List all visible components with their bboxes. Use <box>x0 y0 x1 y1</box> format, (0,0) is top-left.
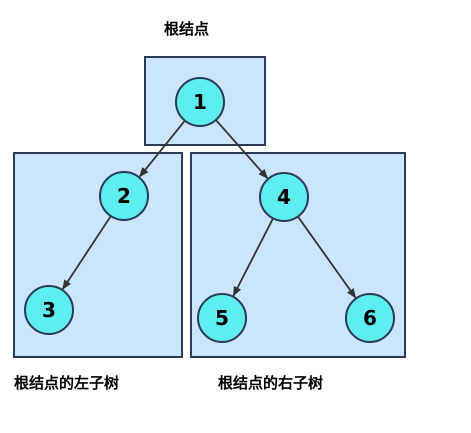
node-circle <box>259 172 309 222</box>
left-subtree-label: 根结点的左子树 <box>14 374 120 392</box>
tree-node-2: 2 <box>99 171 149 221</box>
tree-node-3: 3 <box>24 285 74 335</box>
tree-node-6: 6 <box>345 293 395 343</box>
node-circle <box>345 293 395 343</box>
node-label: 4 <box>277 185 291 209</box>
tree-node-1: 1 <box>175 77 225 127</box>
tree-node-4: 4 <box>259 172 309 222</box>
node-label: 6 <box>363 306 377 330</box>
edge-1-4 <box>213 117 269 180</box>
root-label: 根结点 <box>164 20 210 38</box>
tree-node-5: 5 <box>197 293 247 343</box>
node-circle <box>175 77 225 127</box>
node-label: 5 <box>215 306 229 330</box>
node-label: 3 <box>42 298 56 322</box>
node-label: 1 <box>193 90 207 114</box>
edge-1-2 <box>139 118 187 178</box>
edge-4-6 <box>296 214 357 299</box>
edge-2-3 <box>61 213 113 290</box>
node-label: 2 <box>117 184 131 208</box>
node-circle <box>99 171 149 221</box>
right-subtree-label: 根结点的右子树 <box>218 374 324 392</box>
edge-4-5 <box>232 216 275 297</box>
node-circle <box>24 285 74 335</box>
node-circle <box>197 293 247 343</box>
